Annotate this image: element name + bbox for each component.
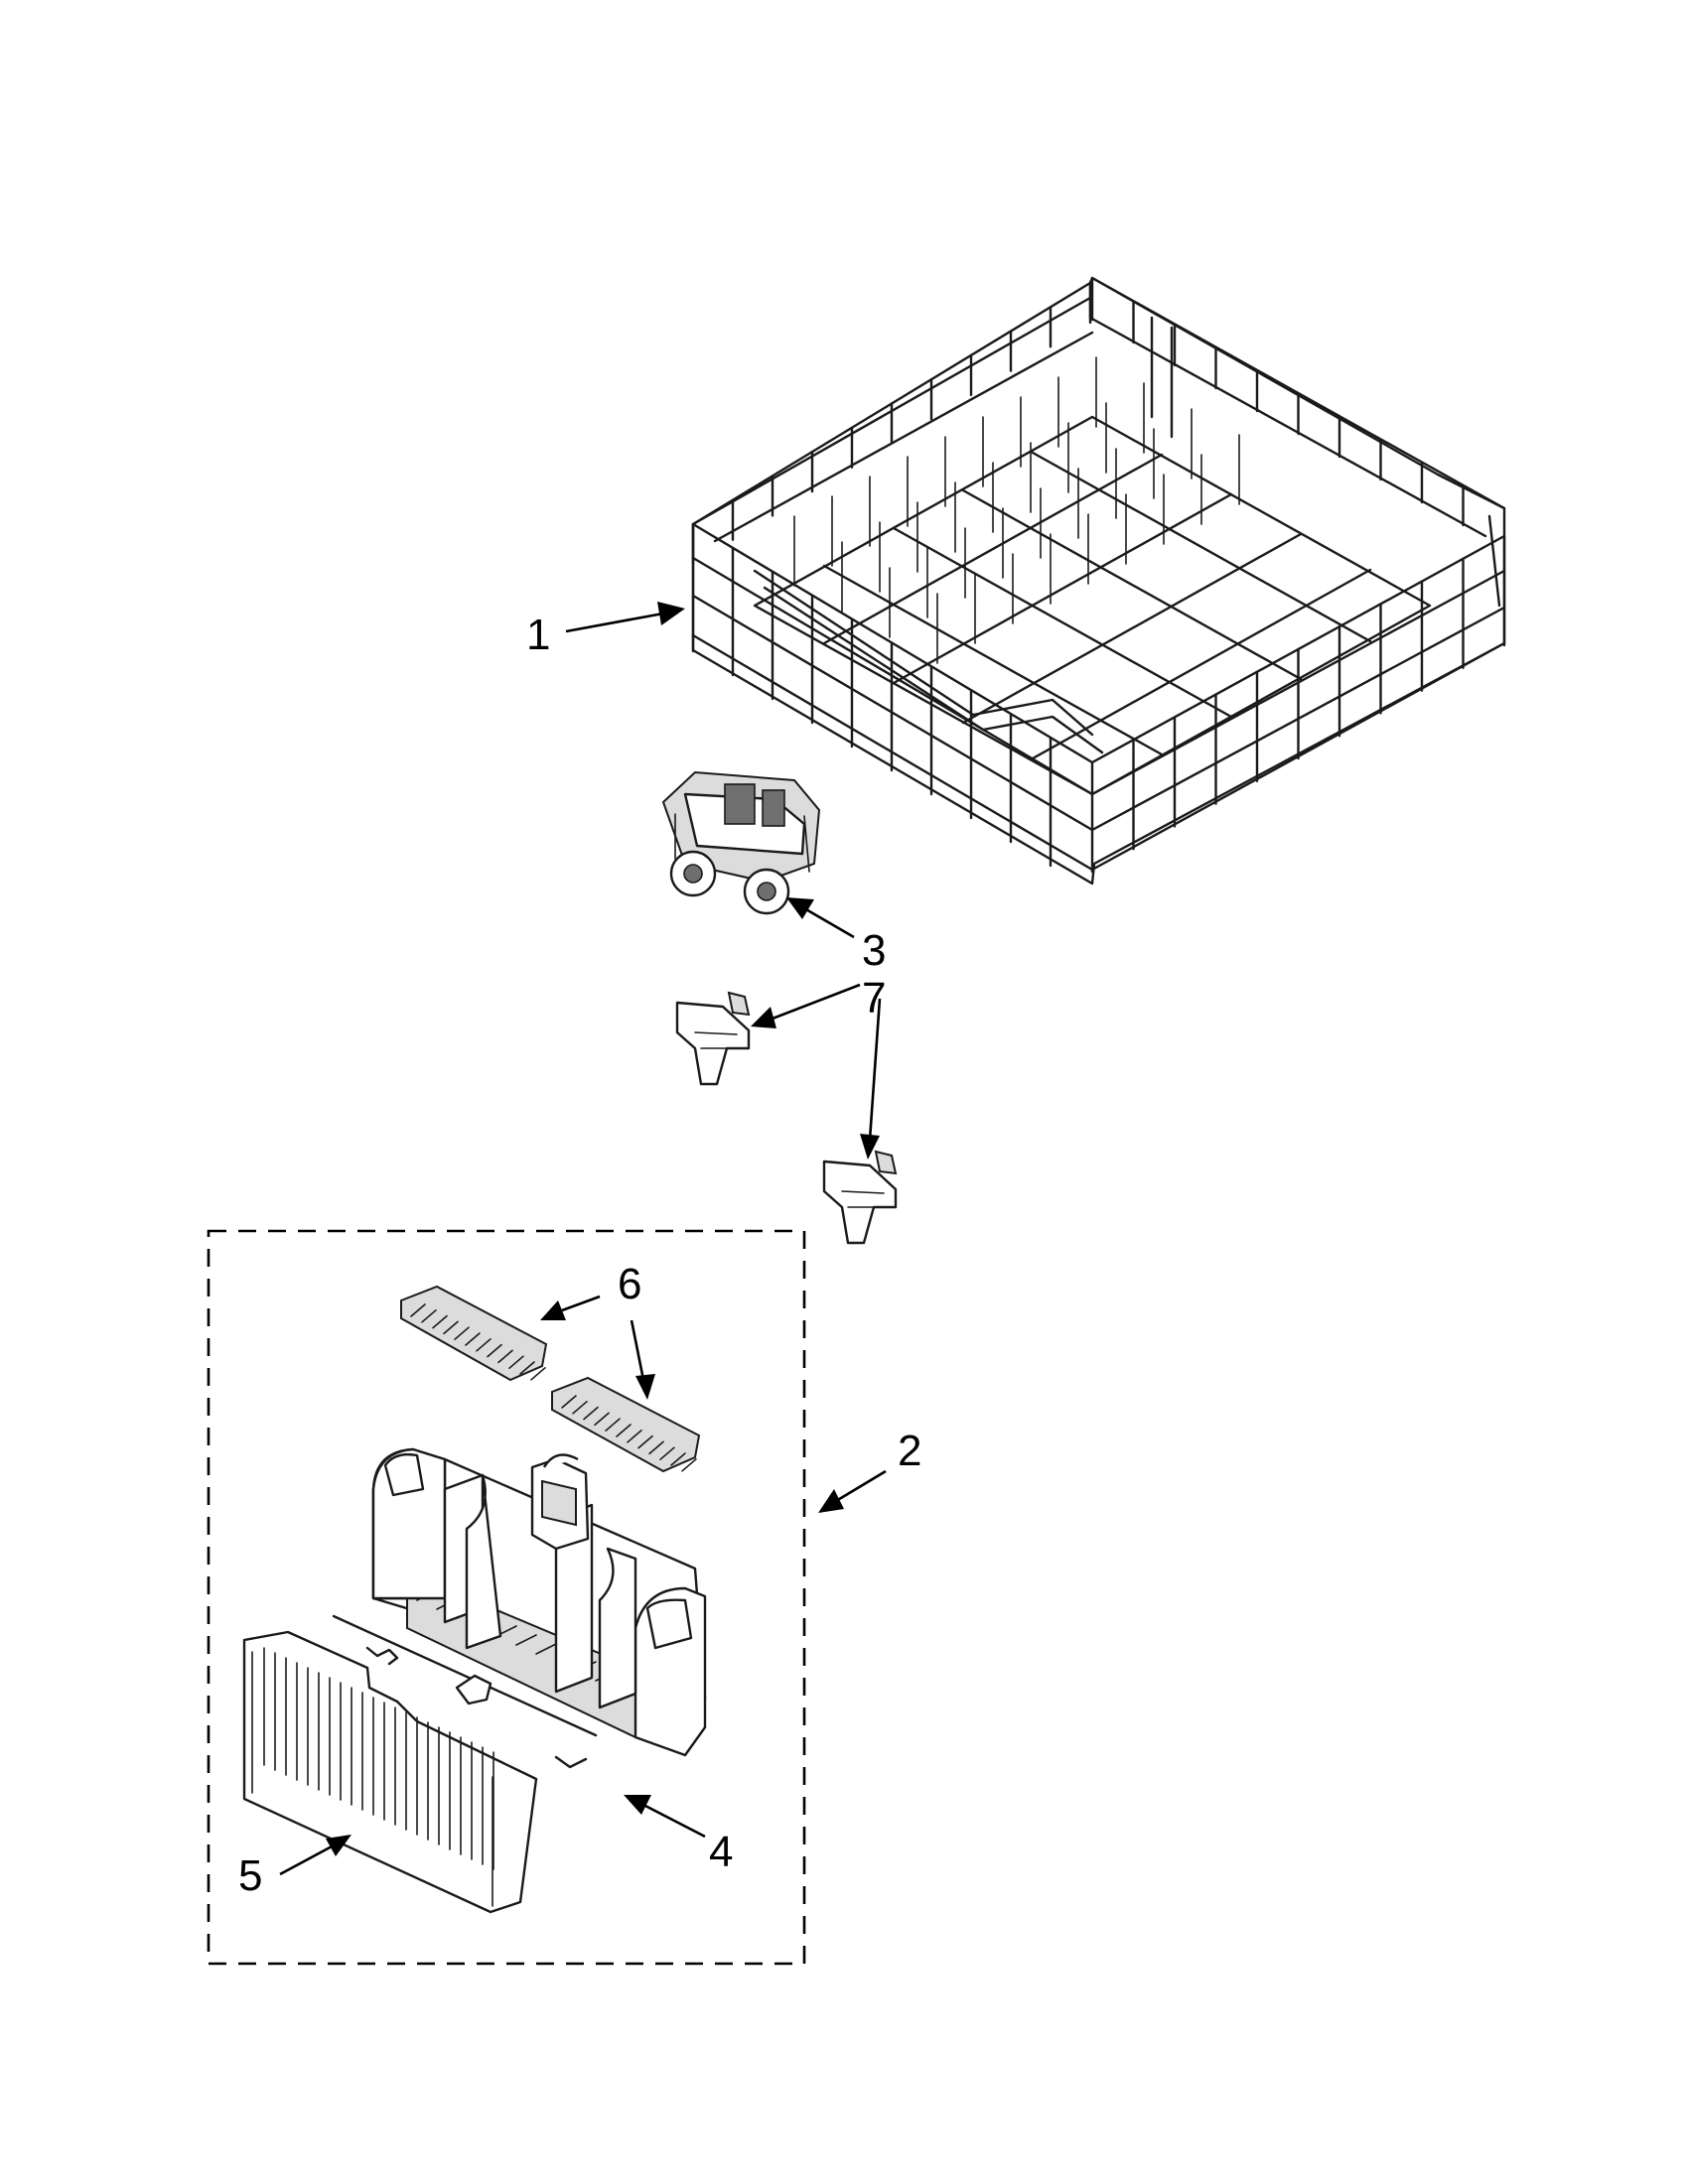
callout-4: 4	[709, 1828, 733, 1876]
leader-6b	[630, 1319, 655, 1400]
leader-7a	[751, 983, 861, 1028]
basket-lid	[332, 1614, 598, 1769]
clip-slat	[561, 1395, 577, 1409]
clip-slat	[487, 1343, 502, 1358]
rack-clip-left	[675, 991, 751, 1086]
clip-slat	[637, 1434, 653, 1449]
basket-clip-upper	[400, 1285, 548, 1382]
clip-slat	[670, 1452, 686, 1466]
callout-7: 7	[862, 974, 886, 1023]
clip-slat	[681, 1458, 697, 1472]
clip-slat	[476, 1338, 492, 1352]
callout-3: 3	[862, 926, 886, 975]
clip-slat	[497, 1349, 513, 1364]
clip-slat	[583, 1406, 599, 1421]
silverware-basket	[371, 1447, 707, 1757]
clip-slat	[572, 1401, 588, 1415]
basket-grid-line	[535, 1643, 557, 1655]
clip-slat	[648, 1440, 664, 1455]
clip-slat	[659, 1446, 675, 1460]
leader-4	[624, 1795, 706, 1839]
clip-slat	[508, 1355, 524, 1369]
clip-slat	[432, 1314, 448, 1329]
leader-3	[786, 897, 855, 939]
dishrack	[691, 276, 1506, 886]
clip-slat	[519, 1361, 535, 1375]
leader-7b	[860, 998, 882, 1160]
basket-grid-line	[515, 1634, 537, 1646]
clip-slat	[443, 1320, 459, 1335]
clip-slat	[454, 1326, 470, 1340]
wheel-assembly	[661, 770, 821, 915]
clip-slat	[530, 1367, 546, 1381]
clip-slat	[465, 1332, 481, 1346]
clip-slat	[627, 1430, 642, 1443]
clip-slat	[594, 1412, 610, 1427]
callout-5: 5	[238, 1851, 262, 1900]
clip-slat	[421, 1309, 437, 1323]
callout-1: 1	[526, 611, 550, 659]
basket-clip-lower	[551, 1376, 701, 1473]
leader-6a	[540, 1295, 601, 1320]
callout-6: 6	[618, 1260, 641, 1308]
rack-clip-right	[822, 1150, 898, 1245]
clip-slat	[616, 1424, 632, 1437]
basket-cover	[242, 1630, 538, 1914]
callout-2: 2	[898, 1427, 921, 1475]
clip-slat	[605, 1418, 621, 1432]
leader-1	[565, 602, 685, 633]
clip-slat	[410, 1303, 426, 1317]
leader-5	[279, 1835, 352, 1876]
leader-2	[818, 1469, 887, 1513]
assembly-boundary	[207, 1229, 806, 1966]
